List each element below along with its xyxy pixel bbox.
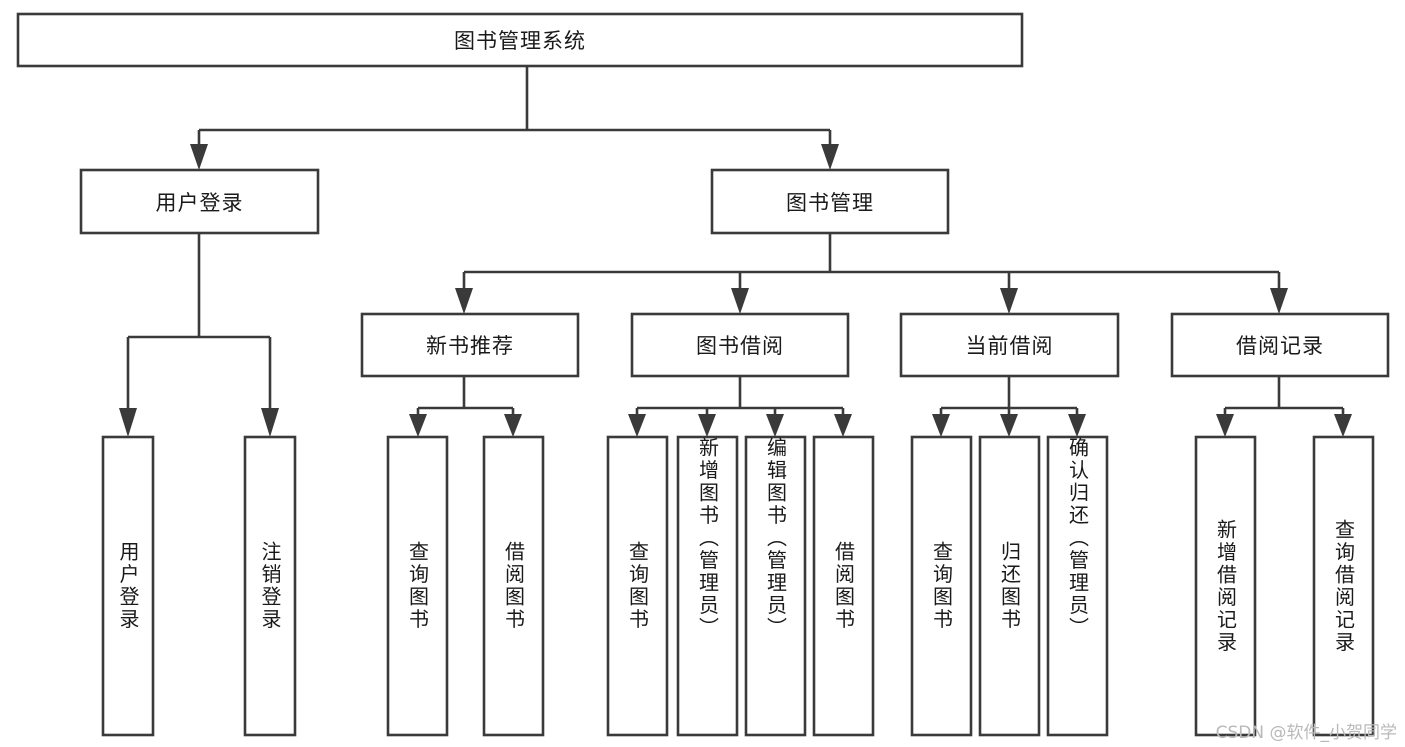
- node-box-leaf-user-login[interactable]: [101, 435, 155, 737]
- arrow-head-leaf-add-record: [1216, 414, 1234, 437]
- arrow-head-leaf-user-login: [119, 408, 137, 437]
- arrow-head-leaf-edit-book: [766, 414, 784, 437]
- arrow-head-leaf-query-book-1: [409, 414, 427, 437]
- connector-group-root: [190, 66, 839, 170]
- node-box-leaf-borrow-book-2[interactable]: [812, 435, 875, 737]
- node-box-leaf-borrow-book-1[interactable]: [482, 435, 545, 737]
- arrow-head-book-borrow: [731, 288, 749, 314]
- arrow-head-new-book-recommend: [455, 288, 473, 314]
- arrow-head-book-manage: [821, 144, 839, 170]
- node-box-leaf-return-book[interactable]: [978, 435, 1041, 737]
- node-box-book-borrow[interactable]: [630, 312, 850, 378]
- connector-group-user-login: [119, 233, 279, 437]
- arrow-head-leaf-borrow-book-1: [504, 414, 522, 437]
- connector-group-book-borrow: [628, 376, 852, 437]
- node-box-leaf-confirm-return[interactable]: [1046, 435, 1109, 737]
- arrow-head-borrow-record: [1270, 288, 1288, 314]
- arrow-head-leaf-query-book-3: [932, 414, 950, 437]
- arrow-head-current-borrow: [1000, 288, 1018, 314]
- node-box-root[interactable]: [16, 12, 1024, 68]
- node-box-leaf-query-book-2[interactable]: [606, 435, 669, 737]
- arrow-head-leaf-add-book: [698, 414, 716, 437]
- arrow-head-leaf-query-book-2: [628, 414, 646, 437]
- node-box-leaf-query-book-1[interactable]: [386, 435, 449, 737]
- arrow-head-leaf-borrow-book-2: [834, 414, 852, 437]
- node-box-user-login[interactable]: [79, 168, 320, 235]
- node-box-leaf-add-book[interactable]: [676, 435, 739, 737]
- connector-group-new-book-recommend: [409, 376, 522, 437]
- connector-group-current-borrow: [932, 376, 1086, 437]
- node-box-current-borrow[interactable]: [899, 312, 1120, 378]
- arrow-head-leaf-logout-login: [261, 408, 279, 437]
- node-box-leaf-query-book-3[interactable]: [910, 435, 973, 737]
- node-box-borrow-record[interactable]: [1170, 312, 1390, 378]
- arrow-head-leaf-confirm-return: [1068, 414, 1086, 437]
- arrow-head-leaf-query-record: [1334, 414, 1352, 437]
- node-box-leaf-edit-book[interactable]: [744, 435, 807, 737]
- arrow-head-leaf-return-book: [1000, 414, 1018, 437]
- node-box-book-manage[interactable]: [710, 168, 950, 235]
- connector-group-book-manage: [455, 233, 1288, 314]
- node-box-leaf-add-record[interactable]: [1194, 435, 1257, 737]
- node-box-leaf-query-record[interactable]: [1312, 435, 1375, 737]
- node-box-new-book-recommend[interactable]: [360, 312, 580, 378]
- connector-group-borrow-record: [1216, 376, 1352, 437]
- node-box-leaf-logout-login[interactable]: [243, 435, 297, 737]
- arrow-head-user-login: [190, 144, 208, 170]
